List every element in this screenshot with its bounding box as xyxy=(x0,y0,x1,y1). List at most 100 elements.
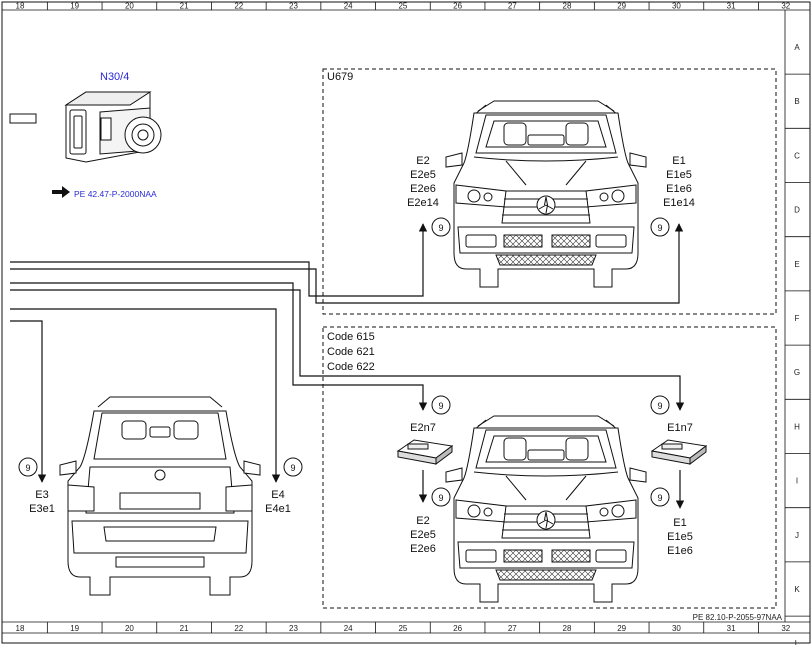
ruler-column-label: 21 xyxy=(180,2,189,11)
control-module-e1n7 xyxy=(650,439,708,465)
ruler-column-label: 24 xyxy=(344,624,353,633)
ruler-row-label: D xyxy=(794,206,800,215)
component-n30-4: N30/4 PE 42.47-P-2000NAA xyxy=(9,71,162,199)
connector-label: 9 xyxy=(438,493,443,503)
labels-rear: E3 E3e1 E4 E4e1 xyxy=(29,489,291,515)
ruler-column-label: 25 xyxy=(398,624,407,633)
component-label: E2e5 xyxy=(410,169,436,181)
ruler-column-label: 29 xyxy=(617,2,626,11)
ruler-row-label: I xyxy=(796,477,798,486)
component-label: E2e6 xyxy=(410,183,436,195)
ruler-column-label: 18 xyxy=(16,2,25,11)
connector-labels: 9 9 9 9 9 9 9 9 xyxy=(25,223,662,503)
ruler-column-label: 25 xyxy=(398,2,407,11)
connector-label: 9 xyxy=(657,493,662,503)
connector-label: 9 xyxy=(290,463,295,473)
component-label: E1e5 xyxy=(667,531,693,543)
ruler-column-label: 32 xyxy=(781,624,790,633)
ruler-column-label: 24 xyxy=(344,2,353,11)
ruler-column-label: 22 xyxy=(234,2,243,11)
reference-link[interactable]: PE 42.47-P-2000NAA xyxy=(52,186,157,199)
wiring-lines xyxy=(10,223,685,509)
ruler-row-label: C xyxy=(794,151,800,160)
vehicle-rear-view xyxy=(59,396,261,596)
ruler-column-label: 21 xyxy=(180,624,189,633)
component-name: N30/4 xyxy=(100,71,129,83)
ruler-column-label: 19 xyxy=(70,2,79,11)
component-label: E3 xyxy=(35,489,48,501)
abs-unit-icon xyxy=(64,91,162,163)
ruler-row-label: G xyxy=(794,368,800,377)
ruler-column-label: 27 xyxy=(508,2,517,11)
ruler-row-label: B xyxy=(794,97,799,106)
labels-bottom-right: E1 E1e5 E1e6 xyxy=(667,517,693,557)
ruler-column-label: 32 xyxy=(781,2,790,11)
component-label: E2e14 xyxy=(407,197,439,209)
component-label: E2 xyxy=(416,515,429,527)
code-label: Code 615 xyxy=(327,331,375,343)
labels-modules: E2n7 E1n7 xyxy=(410,422,693,434)
component-label: E2 xyxy=(416,155,429,167)
labels-top-left: E2 E2e5 E2e6 E2e14 xyxy=(407,155,439,209)
ruler-column-label: 29 xyxy=(617,624,626,633)
ruler-column-label: 31 xyxy=(727,624,736,633)
component-label: E2e5 xyxy=(410,529,436,541)
ruler-column-label: 19 xyxy=(70,624,79,633)
ruler-row-label: H xyxy=(794,422,800,431)
ruler-column-label: 28 xyxy=(563,2,572,11)
component-reference[interactable]: PE 42.47-P-2000NAA xyxy=(74,189,157,199)
column-ruler-top: 18 19 20 21 22 23 24 25 26 27 28 29 30 31 32 xyxy=(16,2,791,11)
ruler-column-label: 30 xyxy=(672,624,681,633)
component-label: E1e14 xyxy=(663,197,695,209)
connector-label: 9 xyxy=(438,223,443,233)
ruler-row-label: E xyxy=(794,260,799,269)
option-box-u679: U679 xyxy=(322,68,777,315)
pointing-hand-icon xyxy=(52,186,70,198)
option-box-codes: Code 615 Code 621 Code 622 xyxy=(322,326,777,609)
ruler-column-label: 26 xyxy=(453,2,462,11)
module-label: E2n7 xyxy=(410,422,436,434)
ruler-column-label: 22 xyxy=(234,624,243,633)
component-label: E4 xyxy=(271,489,284,501)
code-label: Code 622 xyxy=(327,361,375,373)
ruler-row-label: J xyxy=(795,531,799,540)
ruler-row-label: A xyxy=(794,43,800,52)
component-label: E1e5 xyxy=(666,169,692,181)
ruler-column-label: 23 xyxy=(289,624,298,633)
ruler-column-label: 23 xyxy=(289,2,298,11)
ruler-column-label: 27 xyxy=(508,624,517,633)
ruler-row-label: F xyxy=(795,314,800,323)
code-label: Code 621 xyxy=(327,346,375,358)
component-label: E1e6 xyxy=(667,545,693,557)
ruler-column-label: 18 xyxy=(16,624,25,633)
ruler-column-label: 30 xyxy=(672,2,681,11)
component-label: E1 xyxy=(672,155,685,167)
connector-label: 9 xyxy=(657,401,662,411)
component-label: E4e1 xyxy=(265,503,291,515)
module-label: E1n7 xyxy=(667,422,693,434)
vehicle-front-view-bottom xyxy=(445,415,647,603)
connector-label: 9 xyxy=(25,463,30,473)
connector-markers xyxy=(18,217,670,507)
ruler-column-label: 20 xyxy=(125,624,134,633)
connector-label: 9 xyxy=(438,401,443,411)
labels-bottom-left: E2 E2e5 E2e6 xyxy=(410,515,436,555)
component-label: E1e6 xyxy=(666,183,692,195)
connector-label: 9 xyxy=(657,223,662,233)
ruler-column-label: 31 xyxy=(727,2,736,11)
row-ruler-right: A B C D E F G H I J K L xyxy=(785,43,810,645)
component-label: E2e6 xyxy=(410,543,436,555)
ruler-column-label: 28 xyxy=(563,624,572,633)
component-label: E3e1 xyxy=(29,503,55,515)
control-module-e2n7 xyxy=(396,439,454,465)
component-label: E1 xyxy=(673,517,686,529)
ruler-row-label: K xyxy=(794,585,800,594)
ruler-row-label: L xyxy=(795,639,800,645)
ruler-column-label: 20 xyxy=(125,2,134,11)
vehicle-front-view-top xyxy=(445,100,647,288)
footer-reference: PE 82.10-P-2055-97NAA xyxy=(693,613,783,622)
labels-top-right: E1 E1e5 E1e6 E1e14 xyxy=(663,155,695,209)
